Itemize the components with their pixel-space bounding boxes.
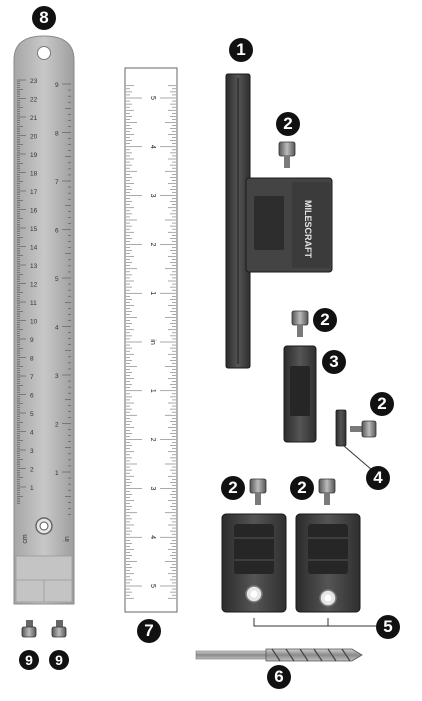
thumb-screw xyxy=(318,478,336,505)
cm-label: 4 xyxy=(30,430,34,437)
cm-label: 21 xyxy=(30,115,38,122)
paper-ruler-label: 3 xyxy=(149,486,156,490)
guide-block xyxy=(283,345,317,443)
cm-label: 23 xyxy=(30,78,38,85)
bracket-line xyxy=(253,618,376,627)
paper-ruler-label: 5 xyxy=(149,584,156,588)
metal-ruler-inch-scale: 9 8 7 6 5 4 3 2 1 xyxy=(55,82,71,515)
paper-ruler-label: 1 xyxy=(149,389,156,393)
callout-1: 1 xyxy=(229,38,253,62)
paper-ruler-label: 2 xyxy=(149,242,156,246)
callout-5: 5 xyxy=(376,615,400,639)
paper-ruler: 5 4 3 2 1 in 1 2 3 4 5 xyxy=(124,67,178,613)
drill-block xyxy=(295,513,361,613)
cm-label: 6 xyxy=(30,393,34,400)
cm-label: 13 xyxy=(30,263,38,270)
leader-line xyxy=(343,445,373,471)
paper-ruler-label: 4 xyxy=(149,535,156,539)
inch-label: 9 xyxy=(55,82,59,89)
cm-label: 19 xyxy=(30,152,38,159)
paper-ruler-label: 2 xyxy=(149,438,156,442)
callout-2: 2 xyxy=(221,476,245,500)
metal-ruler-inch-unit: in xyxy=(64,536,71,542)
cm-label: 3 xyxy=(30,448,34,455)
callout-2: 2 xyxy=(276,112,300,136)
callout-2: 2 xyxy=(370,392,394,416)
cm-label: 5 xyxy=(30,411,34,418)
spacer-shim xyxy=(335,409,347,447)
paper-ruler-label: 4 xyxy=(149,145,156,149)
paper-ruler-label: in xyxy=(149,339,156,345)
thumb-screw xyxy=(291,310,309,337)
jig-body: MILESCRAFT xyxy=(225,73,333,369)
metal-ruler-cm-unit: cm xyxy=(22,534,29,544)
inch-label: 6 xyxy=(55,228,59,235)
callout-2: 2 xyxy=(313,308,337,332)
cm-label: 10 xyxy=(30,319,38,326)
callout-7: 7 xyxy=(137,619,161,643)
thumb-screw xyxy=(278,141,296,168)
drill-bit xyxy=(195,648,363,662)
brand-label: MILESCRAFT xyxy=(303,200,313,258)
paper-ruler-label: 1 xyxy=(149,291,156,295)
cm-label: 15 xyxy=(30,226,38,233)
cm-label: 1 xyxy=(30,485,34,492)
inch-label: 1 xyxy=(55,470,59,477)
inch-label: 3 xyxy=(55,373,59,380)
callout-8: 8 xyxy=(32,6,56,30)
callout-2: 2 xyxy=(290,476,314,500)
callout-4: 4 xyxy=(366,466,390,490)
inch-label: 5 xyxy=(55,276,59,283)
drill-block xyxy=(221,513,287,613)
inch-label: 2 xyxy=(55,422,59,429)
cm-label: 20 xyxy=(30,134,38,141)
cm-label: 12 xyxy=(30,282,38,289)
inch-label: 7 xyxy=(55,179,59,186)
inch-label: 8 xyxy=(55,131,59,138)
cm-label: 18 xyxy=(30,171,38,178)
small-thumb-screw xyxy=(51,620,67,638)
small-thumb-screw xyxy=(21,620,37,638)
paper-ruler-scale: 5 4 3 2 1 in 1 2 3 4 5 xyxy=(126,85,176,599)
cm-label: 8 xyxy=(30,356,34,363)
cm-label: 22 xyxy=(30,97,38,104)
callout-9: 9 xyxy=(49,650,69,670)
cm-label: 11 xyxy=(30,300,37,307)
cm-label: 2 xyxy=(30,467,34,474)
cm-label: 17 xyxy=(30,189,38,196)
cm-label: 16 xyxy=(30,208,38,215)
paper-ruler-label: 5 xyxy=(149,96,156,100)
cm-label: 14 xyxy=(30,245,38,252)
thumb-screw xyxy=(249,478,267,505)
cm-label: 9 xyxy=(30,337,34,344)
callout-9: 9 xyxy=(19,650,39,670)
inch-label: 4 xyxy=(55,325,59,332)
callout-3: 3 xyxy=(322,350,346,374)
cm-label: 7 xyxy=(30,374,34,381)
callout-6: 6 xyxy=(267,665,291,689)
paper-ruler-label: 3 xyxy=(149,194,156,198)
thumb-screw xyxy=(350,420,377,438)
